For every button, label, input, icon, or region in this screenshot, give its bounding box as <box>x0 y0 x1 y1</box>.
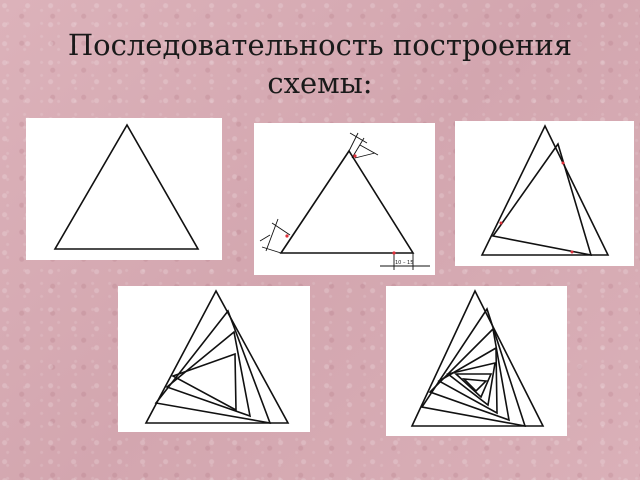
outer-triangle <box>480 124 610 256</box>
outer-triangle <box>53 123 200 250</box>
inner-triangle-3 <box>437 346 498 415</box>
slide-title-line-1: Последовательность построения <box>67 28 573 62</box>
step-2-panel: 10 – 15 <box>254 123 435 275</box>
outer-triangle <box>144 289 290 424</box>
inner-triangle-1 <box>154 309 272 425</box>
step-2-triangle-figure: 10 – 15 <box>259 132 430 270</box>
inner-triangle-2 <box>165 330 252 418</box>
inner-triangle-1 <box>420 307 527 428</box>
outer-triangle <box>279 149 415 254</box>
step-4-triangle-figure <box>144 289 290 425</box>
step-5-panel <box>386 286 567 436</box>
step-3-triangle-figure <box>480 124 610 257</box>
inner-triangle-2 <box>428 327 511 422</box>
dimension-label: 10 – 15 <box>395 260 413 266</box>
step-1-panel <box>26 118 222 260</box>
inner-triangle-5 <box>453 373 493 399</box>
step-3-panel <box>455 121 634 266</box>
step-5-triangle-figure <box>410 289 545 428</box>
inner-triangle-3 <box>171 352 237 412</box>
slide-title-line-2: схемы: <box>267 66 373 100</box>
step-4-panel <box>118 286 310 432</box>
inner-triangle-4 <box>446 361 496 407</box>
inner-triangle-6 <box>461 378 488 393</box>
slide-title: Последовательность построения схемы: <box>0 26 640 102</box>
outer-triangle <box>410 289 545 427</box>
step-1-triangle-figure <box>53 123 200 250</box>
inner-triangle-1 <box>491 142 593 257</box>
